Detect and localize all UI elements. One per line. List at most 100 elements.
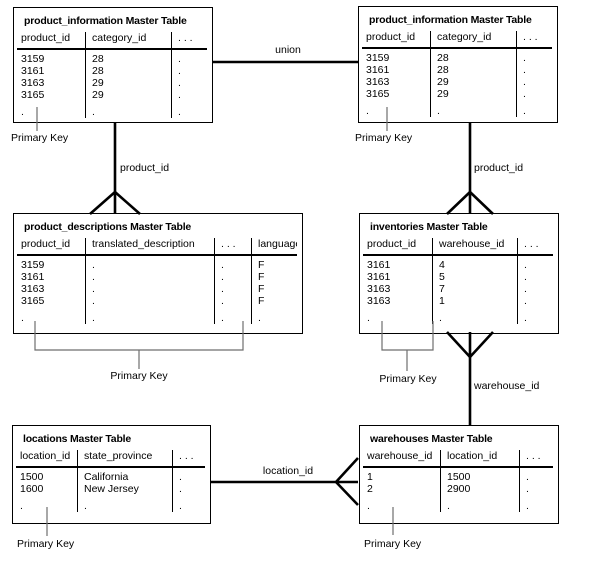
table-cell: .: [432, 307, 518, 324]
table-row: ...: [17, 101, 207, 118]
primary-key-label: Primary Key: [110, 370, 168, 382]
table-cell: .: [171, 101, 207, 118]
column-header: . . .: [517, 238, 553, 256]
crow-foot-product-descriptions: [89, 191, 141, 215]
table-cell: .: [21, 312, 24, 324]
column-header: category_id: [85, 32, 172, 50]
column-header: . . .: [171, 32, 207, 50]
primary-key-label: Primary Key: [11, 132, 69, 144]
table-cell: .: [517, 255, 553, 271]
table-cell: 3165: [21, 89, 45, 101]
table-cell: .: [516, 64, 552, 76]
table-row: 3163..F: [17, 283, 297, 295]
column-header: warehouse_id: [432, 238, 518, 256]
table-cell: 3159: [21, 53, 45, 65]
table-cell: .: [517, 283, 553, 295]
table-row: 3161..F: [17, 271, 297, 283]
table-cell: 29: [430, 88, 517, 100]
table-row: 3165..F: [17, 295, 297, 307]
table-cell: F: [251, 295, 297, 307]
column-header: product_id: [363, 238, 433, 256]
table-cell: .: [77, 495, 173, 512]
table-cell: .: [214, 295, 252, 307]
table-row: 3163 29.: [362, 76, 552, 88]
column-header: product_id: [17, 238, 86, 256]
table-cell: California: [77, 467, 173, 483]
table-cell: 28: [430, 64, 517, 76]
table-cell: F: [251, 283, 297, 295]
table-cell: 4: [432, 255, 518, 271]
column-header: product_id: [362, 31, 431, 49]
table-cell: .: [516, 76, 552, 88]
table-product-descriptions: product_descriptions Master Table produc…: [13, 213, 303, 334]
table-row: ...: [363, 307, 553, 324]
table-row: ...: [16, 495, 205, 512]
table-cell: .: [367, 500, 370, 512]
table-cell: 3163: [367, 283, 391, 295]
table-cell: 1: [432, 295, 518, 307]
primary-key-label: Primary Key: [364, 538, 422, 550]
table-cell: 1: [367, 471, 373, 483]
location-id-label: location_id: [262, 465, 314, 477]
table-title: inventories Master Table: [370, 221, 488, 233]
table-cell: .: [516, 100, 552, 117]
table-cell: .: [172, 495, 205, 512]
primary-key-label: Primary Key: [355, 132, 413, 144]
table-row: 3159..F: [17, 255, 297, 271]
table-cell: 1500: [20, 471, 44, 483]
column-header: . . .: [172, 450, 205, 468]
table-cell: .: [517, 307, 553, 324]
table-row: 3163 7.: [363, 283, 553, 295]
table-cell: .: [85, 307, 215, 324]
column-header: translated_description: [85, 238, 215, 256]
table-cell: .: [85, 255, 215, 271]
column-header: product_id: [17, 32, 86, 50]
table-cell: 3161: [21, 65, 45, 77]
table-cell: .: [172, 467, 205, 483]
table-product-information-left: product_information Master Table product…: [13, 7, 213, 123]
table-cell: .: [367, 312, 370, 324]
table-row: ....: [17, 307, 297, 324]
table-cell: 29: [430, 76, 517, 88]
column-header: . . .: [516, 31, 552, 49]
table-cell: .: [171, 65, 207, 77]
table-cell: 28: [85, 49, 172, 65]
table-cell: 1500: [440, 467, 520, 483]
table-cell: 3165: [21, 295, 45, 307]
table-cell: 7: [432, 283, 518, 295]
table-cell: .: [251, 307, 297, 324]
table-cell: 3163: [366, 76, 390, 88]
table-cell: 2900: [440, 483, 520, 495]
table-cell: .: [85, 101, 172, 118]
table-cell: .: [519, 483, 553, 495]
column-header: . . .: [214, 238, 252, 256]
table-cell: .: [214, 271, 252, 283]
table-cell: .: [516, 88, 552, 100]
table-cell: 29: [85, 89, 172, 101]
column-header: category_id: [430, 31, 517, 49]
table-cell: 3159: [21, 259, 45, 271]
product-id-label-right: product_id: [474, 162, 524, 174]
table-cell: 3161: [366, 64, 390, 76]
